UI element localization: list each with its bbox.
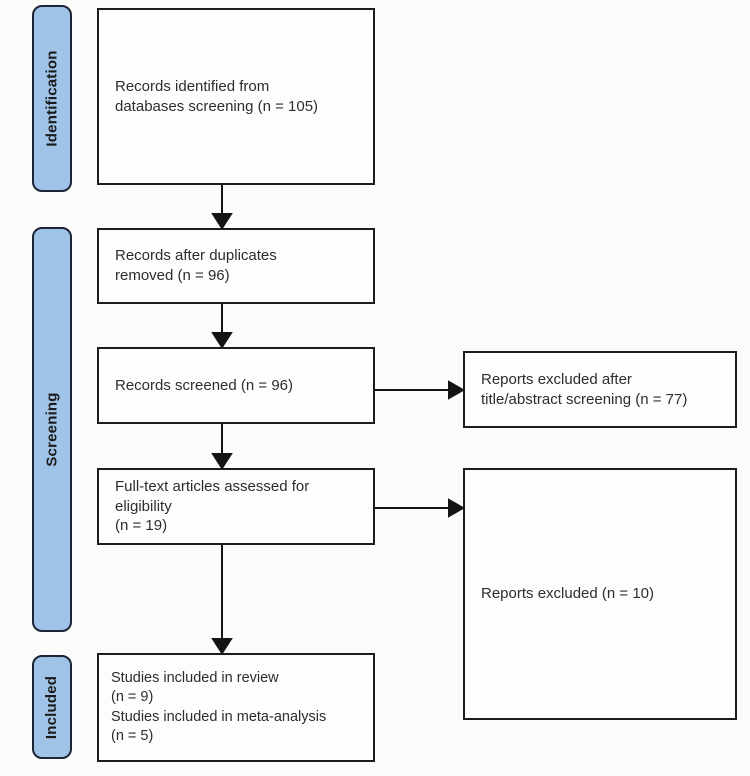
arrowhead-identified-to-deduplicated bbox=[211, 213, 233, 230]
stage-identification: Identification bbox=[32, 5, 72, 192]
box-excluded-title-abstract: Reports excluded after title/abstract sc… bbox=[463, 351, 737, 428]
box-records-screened-text: Records screened (n = 96) bbox=[115, 376, 294, 394]
box-studies-included: Studies included in review (n = 9) Studi… bbox=[97, 653, 375, 762]
stage-identification-label: Identification bbox=[43, 50, 61, 147]
box-records-screened: Records screened (n = 96) bbox=[97, 347, 375, 424]
stage-included-label: Included bbox=[43, 675, 61, 739]
stage-screening: Screening bbox=[32, 227, 72, 632]
arrowhead-fulltext-to-included bbox=[211, 638, 233, 655]
box-excluded-fulltext: Reports excluded (n = 10) bbox=[463, 468, 737, 720]
stage-screening-label: Screening bbox=[43, 392, 61, 467]
box-fulltext-assessed: Full-text articles assessed for eligibil… bbox=[97, 468, 375, 545]
box-records-identified-text: Records identified from databases screen… bbox=[115, 77, 319, 115]
box-records-identified: Records identified from databases screen… bbox=[97, 8, 375, 185]
box-duplicates-removed: Records after duplicates removed (n = 96… bbox=[97, 228, 375, 304]
box-duplicates-removed-text: Records after duplicates removed (n = 96… bbox=[115, 247, 277, 284]
box-fulltext-assessed-text: Full-text articles assessed for eligibil… bbox=[115, 477, 310, 535]
box-studies-included-text: Studies included in review (n = 9) Studi… bbox=[111, 670, 327, 744]
arrowhead-screened-to-excluded bbox=[448, 380, 466, 400]
stage-included: Included bbox=[32, 655, 72, 759]
arrowhead-deduplicated-to-screened bbox=[211, 332, 233, 349]
arrowhead-fulltext-to-excluded bbox=[448, 498, 466, 518]
arrowhead-screened-to-fulltext bbox=[211, 453, 233, 470]
box-excluded-fulltext-text: Reports excluded (n = 10) bbox=[481, 585, 655, 603]
box-excluded-title-abstract-text: Reports excluded after title/abstract sc… bbox=[481, 370, 688, 408]
